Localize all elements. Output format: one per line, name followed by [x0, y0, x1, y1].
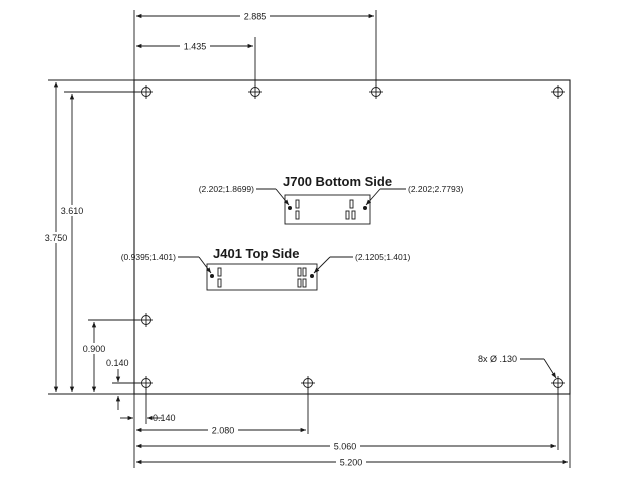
connector-j700: J700 Bottom Side (2.202;1.8699) (2.202;2… — [199, 174, 463, 225]
mounting-hole — [301, 376, 315, 390]
dimension-label-left-small: 0.140 — [106, 358, 129, 368]
j700-right-pin-marker — [363, 206, 367, 210]
mounting-hole — [551, 85, 565, 99]
dimension-label-top-outer: 2.885 — [244, 12, 267, 22]
dimension-5060: 5.060 — [136, 441, 556, 452]
dimension-3610: 3.610 — [57, 94, 87, 392]
board-outline — [133, 79, 571, 395]
dimension-1435: 1.435 — [136, 41, 253, 52]
j401-right-coordinate: (2.1205;1.401) — [355, 252, 410, 262]
j700-title: J700 Bottom Side — [283, 174, 392, 189]
hole-note-leader: 8x Ø .130 — [478, 354, 557, 379]
dimension-0140-horizontal: 0.140 — [120, 413, 176, 423]
mounting-hole — [551, 376, 565, 390]
j401-left-pin-marker — [210, 274, 214, 278]
dimension-2080: 2.080 — [136, 425, 306, 436]
mounting-hole — [139, 313, 153, 327]
dimension-label-left-inner: 3.610 — [61, 206, 84, 216]
dimension-5200: 5.200 — [136, 457, 568, 468]
dimension-3750: 3.750 — [41, 82, 71, 392]
mounting-holes — [139, 85, 565, 390]
j700-left-coordinate: (2.202;1.8699) — [199, 184, 254, 194]
j401-right-pin-marker — [310, 274, 314, 278]
j401-title: J401 Top Side — [213, 246, 299, 261]
dimension-label-bottom-outer: 5.200 — [340, 458, 363, 468]
j700-left-pin-marker — [288, 206, 292, 210]
dimension-2885: 2.885 — [136, 11, 374, 22]
j401-left-coordinate: (0.9395;1.401) — [121, 252, 176, 262]
dimension-label-left-hole: 0.900 — [83, 344, 106, 354]
mounting-hole — [369, 85, 383, 99]
dimension-0900: 0.900 — [79, 322, 109, 392]
connector-j401: J401 Top Side (0.9395;1.401) (2.1205;1.4… — [121, 246, 410, 291]
j700-right-coordinate: (2.202;2.7793) — [408, 184, 463, 194]
mounting-hole — [139, 85, 153, 99]
extension-lines — [48, 10, 571, 468]
dimension-label-bottom-inner: 5.060 — [334, 442, 357, 452]
dimension-label-top-inner: 1.435 — [184, 42, 207, 52]
dimension-label-bottom-small: 0.140 — [153, 413, 176, 423]
hole-note-label: 8x Ø .130 — [478, 354, 517, 364]
mounting-hole — [139, 376, 153, 390]
dimension-0140-vertical: 0.140 — [106, 358, 129, 410]
mounting-hole — [248, 85, 262, 99]
dimension-label-left-outer: 3.750 — [45, 233, 68, 243]
dimension-label-bottom-hole: 2.080 — [212, 426, 235, 436]
